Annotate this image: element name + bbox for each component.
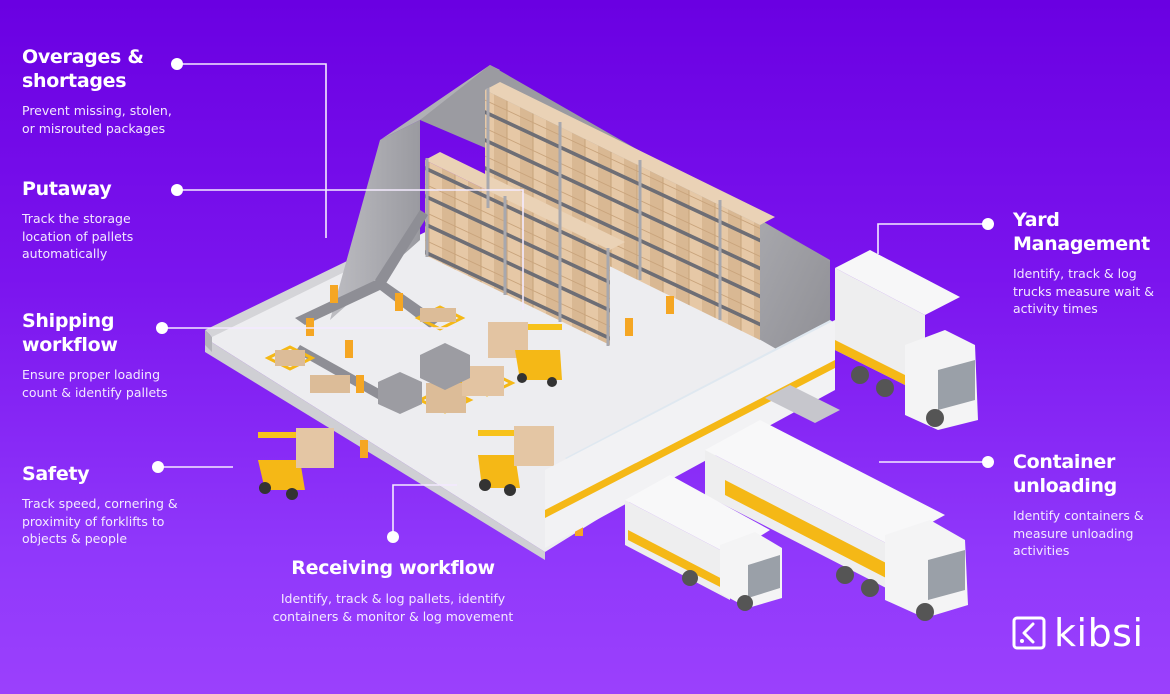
truck-icon: [625, 475, 782, 611]
dot-yard: [982, 218, 994, 230]
callout-putaway: Putaway Track the storage location of pa…: [22, 177, 172, 263]
callout-title: Safety: [22, 463, 90, 485]
callout-container-unloading: Container unloading Identify containers …: [1013, 450, 1168, 560]
title-line: unloading: [1013, 475, 1117, 497]
callout-receiving-workflow: Receiving workflow Identify, track & log…: [270, 556, 516, 625]
dot-receiving: [387, 531, 399, 543]
connector-yard: [877, 223, 988, 254]
title-line: Overages &: [22, 46, 144, 68]
title-line: Container: [1013, 451, 1116, 473]
connector-overages: [177, 63, 327, 238]
callout-yard-management: Yard Management Identify, track & log tr…: [1013, 208, 1168, 318]
callout-title: Overages & shortages: [22, 45, 172, 93]
dot-container: [982, 456, 994, 468]
dot-shipping: [156, 322, 168, 334]
callout-title: Container unloading: [1013, 450, 1168, 498]
kibsi-logo: kibsi: [1012, 613, 1144, 653]
callout-title: Receiving workflow: [291, 557, 495, 579]
connector-receiving: [392, 484, 457, 537]
kibsi-logo-mark-icon: [1012, 616, 1046, 650]
dot-overages: [171, 58, 183, 70]
connector-putaway: [177, 189, 524, 310]
title-line: Shipping: [22, 310, 115, 332]
dot-safety: [152, 461, 164, 473]
callout-description: Identify, track & log pallets, identify …: [272, 591, 514, 624]
callout-description: Track the storage location of pallets au…: [22, 211, 134, 261]
forklift-icon: [258, 324, 562, 500]
truck-icon: [835, 250, 978, 430]
callout-title: Shipping workflow: [22, 309, 172, 357]
logo-text: kibsi: [1054, 611, 1144, 655]
title-line: Management: [1013, 233, 1150, 255]
truck-icon: [705, 420, 968, 621]
callout-description: Ensure proper loading count & identify p…: [22, 367, 168, 400]
title-line: workflow: [22, 334, 118, 356]
callout-title: Yard Management: [1013, 208, 1168, 256]
title-line: Yard: [1013, 209, 1060, 231]
callout-shipping-workflow: Shipping workflow Ensure proper loading …: [22, 309, 172, 401]
callout-description: Identify, track & log trucks measure wai…: [1013, 266, 1155, 316]
callout-overages-shortages: Overages & shortages Prevent missing, st…: [22, 45, 172, 137]
callout-description: Track speed, cornering & proximity of fo…: [22, 496, 178, 546]
dot-putaway: [171, 184, 183, 196]
callout-description: Identify containers & measure unloading …: [1013, 508, 1144, 558]
callout-safety: Safety Track speed, cornering & proximit…: [22, 462, 192, 548]
callout-title: Putaway: [22, 178, 112, 200]
callout-description: Prevent missing, stolen, or misrouted pa…: [22, 103, 172, 136]
title-line: shortages: [22, 70, 127, 92]
